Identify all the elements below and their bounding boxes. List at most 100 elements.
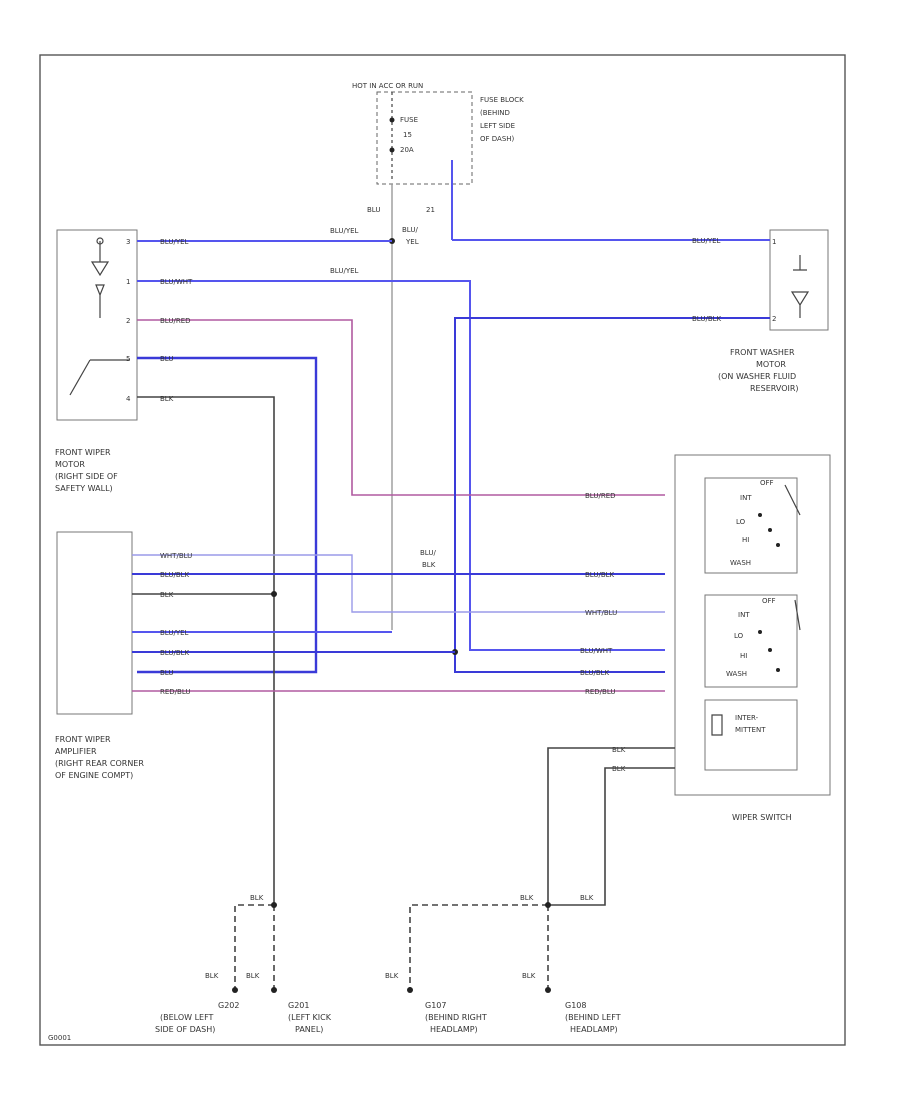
lbl-m5: BLK: [160, 395, 174, 403]
fuse-block-loc-2: LEFT SIDE: [480, 122, 515, 130]
fuse-block: [376, 91, 473, 185]
ground-g202-point: [232, 987, 238, 993]
wire-m3-blu-red: [137, 319, 665, 496]
amplifier-loc: (RIGHT REAR CORNER: [55, 759, 144, 768]
g107-desc: (BEHIND RIGHT: [425, 1013, 487, 1022]
amplifier-title-2: AMPLIFIER: [55, 747, 97, 756]
g107-desc-2: HEADLAMP): [430, 1025, 478, 1034]
g202-desc-2: SIDE OF DASH): [155, 1025, 215, 1034]
wiper-motor-title-2: MOTOR: [55, 460, 85, 469]
fuse-block-loc-1: (BEHIND: [480, 109, 510, 117]
lbl-wm2: BLU/BLK: [692, 315, 722, 323]
wire-wm2-blu-blk: [454, 317, 770, 673]
ground-wire-g202: [234, 904, 274, 990]
fuse-name: FUSE: [400, 116, 418, 124]
lbl-s4: BLU/WHT: [580, 647, 613, 655]
inter-adj-label-2: MITTENT: [735, 726, 766, 734]
wiper-motor-title: FRONT WIPER: [55, 448, 111, 457]
pin-m5: 4: [126, 395, 131, 403]
g202-id: G202: [218, 1001, 239, 1010]
ground-g107-point: [407, 987, 413, 993]
washer-motor-title: FRONT WASHER: [730, 348, 795, 357]
lbl-m3: BLU/RED: [160, 317, 191, 325]
g201-id: G201: [288, 1001, 309, 1010]
lbl-splice-blu: BLU: [367, 206, 380, 214]
lbl-a2: BLU/BLK: [160, 571, 190, 579]
sw-b-wash: WASH: [726, 670, 747, 678]
washer-motor-loc: (ON WASHER FLUID: [718, 372, 796, 381]
pin-m3: 2: [126, 317, 130, 325]
lbl-m2: BLU/WHT: [160, 278, 193, 286]
lbl-g3: BLK: [580, 894, 594, 902]
g201-desc: (LEFT KICK: [288, 1013, 332, 1022]
ground-g201-point: [271, 987, 277, 993]
lbl-g1a: BLK: [250, 894, 264, 902]
lbl-wm1: BLU/YEL: [692, 237, 721, 245]
fuse-number: 15: [403, 131, 412, 139]
intermittent-adj: [704, 699, 798, 771]
lbl-g2b: BLK: [520, 894, 534, 902]
wiper-motor-loc-2: SAFETY WALL): [55, 484, 113, 493]
sw-a-wash: WASH: [730, 559, 751, 567]
sw-a-lo: LO: [736, 518, 746, 526]
diagram-frame: [39, 54, 846, 1046]
g107-id: G107: [425, 1001, 446, 1010]
lbl-s8: BLK: [612, 765, 626, 773]
wiper-amplifier: [56, 531, 133, 715]
lbl-g5: BLK: [522, 972, 536, 980]
sw-b-int: INT: [738, 611, 750, 619]
sw-a-off: OFF: [760, 479, 774, 487]
lbl-splice-21: 21: [426, 206, 435, 214]
lbl-a3: BLK: [160, 591, 174, 599]
sw-b-off: OFF: [762, 597, 776, 605]
lbl-bluyel-fuse: BLU/: [402, 226, 418, 234]
ground-wire-g107: [409, 904, 548, 990]
wire-m4-blu: [137, 356, 318, 674]
washer-motor-symbol: [790, 255, 810, 318]
amplifier-title: FRONT WIPER: [55, 735, 111, 744]
g202-desc: (BELOW LEFT: [160, 1013, 214, 1022]
pin-m1: 3: [126, 238, 130, 246]
inter-adj-label: INTER-: [735, 714, 759, 722]
fuse-rating: 20A: [400, 146, 414, 154]
hot-label: HOT IN ACC OR RUN: [352, 82, 423, 90]
lbl-s7: BLK: [612, 746, 626, 754]
lbl-bluyel-fuse-2: YEL: [405, 238, 419, 246]
wiper-motor: [56, 229, 138, 421]
sw-b-lo: LO: [734, 632, 744, 640]
pin-wm1: 1: [772, 238, 776, 246]
wire-a1-wht-blu: [132, 554, 665, 613]
wiper-motor-loc: (RIGHT SIDE OF: [55, 472, 118, 481]
lbl-blu-yel-mid: BLU/YEL: [330, 267, 359, 275]
amplifier-loc-2: OF ENGINE COMPT): [55, 771, 133, 780]
lbl-g4: BLK: [385, 972, 399, 980]
lbl-g1b: BLK: [205, 972, 219, 980]
lbl-bluyel-amp-2: BLK: [422, 561, 436, 569]
washer-motor-loc-2: RESERVOIR): [750, 384, 799, 393]
washer-motor: [769, 229, 829, 331]
washer-motor-title-2: MOTOR: [756, 360, 786, 369]
lbl-s5: BLU/BLK: [580, 669, 610, 677]
lbl-g2a: BLK: [246, 972, 260, 980]
wiper-switch: [674, 454, 831, 796]
lbl-m1: BLU/YEL: [160, 238, 189, 246]
wiper-motor-symbol: [90, 261, 110, 318]
fuse-block-title: FUSE BLOCK: [480, 96, 524, 104]
lbl-m4: BLU: [160, 355, 173, 363]
lbl-s2: BLU/BLK: [585, 571, 615, 579]
g108-id: G108: [565, 1001, 586, 1010]
pin-wm2: 2: [772, 315, 776, 323]
wiper-switch-title: WIPER SWITCH: [732, 813, 792, 822]
lbl-a7: BLU: [160, 669, 173, 677]
wire-m2-blu-wht: [137, 280, 665, 651]
lbl-bluyel-amp: BLU/: [420, 549, 436, 557]
lbl-a6: BLU/BLK: [160, 649, 190, 657]
lbl-s6: RED/BLU: [585, 688, 616, 696]
sw-b-hi: HI: [740, 652, 747, 660]
sw-a-hi: HI: [742, 536, 749, 544]
wiper-switch-section-a: [704, 477, 798, 574]
wiper-park-switch: [69, 359, 130, 396]
g201-desc-2: PANEL): [295, 1025, 323, 1034]
lbl-s3: WHT/BLU: [585, 609, 617, 617]
